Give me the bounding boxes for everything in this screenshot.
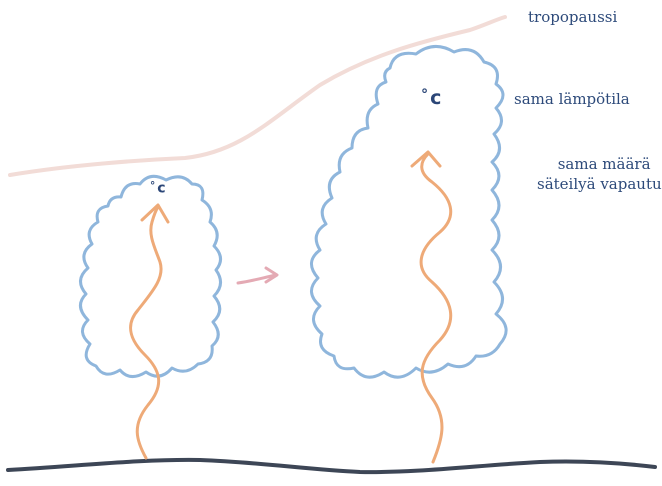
small-updraft-arrow [129,205,163,460]
same-radiation-label-line2: säteilyä vapautuu [537,175,662,193]
small-cloud [79,174,222,378]
ground-line [6,457,657,475]
tropopause-label: tropopaussi [528,8,618,26]
large-cloud-temperature-unit: °c [421,88,441,108]
small-cloud-temperature-unit: °c [150,181,166,196]
small-cloud-unit-letter: c [157,180,166,197]
same-radiation-label-line1: sama määrä [557,155,651,173]
large-updraft-arrowhead [410,150,442,168]
large-cloud-unit-letter: c [430,86,442,109]
same-temperature-label: sama lämpötila [514,90,630,108]
large-cloud-degree-sign: ° [421,87,429,103]
transition-arrowhead [264,266,279,284]
large-cloud [310,45,508,379]
small-updraft-arrowhead [140,203,170,224]
same-radiation-label: sama määrä säteilyä vapautuu [537,154,662,194]
tropopause-line [8,15,507,177]
large-updraft-arrow [419,152,453,464]
small-cloud-degree-sign: ° [150,180,156,192]
transition-arrow [236,273,278,285]
